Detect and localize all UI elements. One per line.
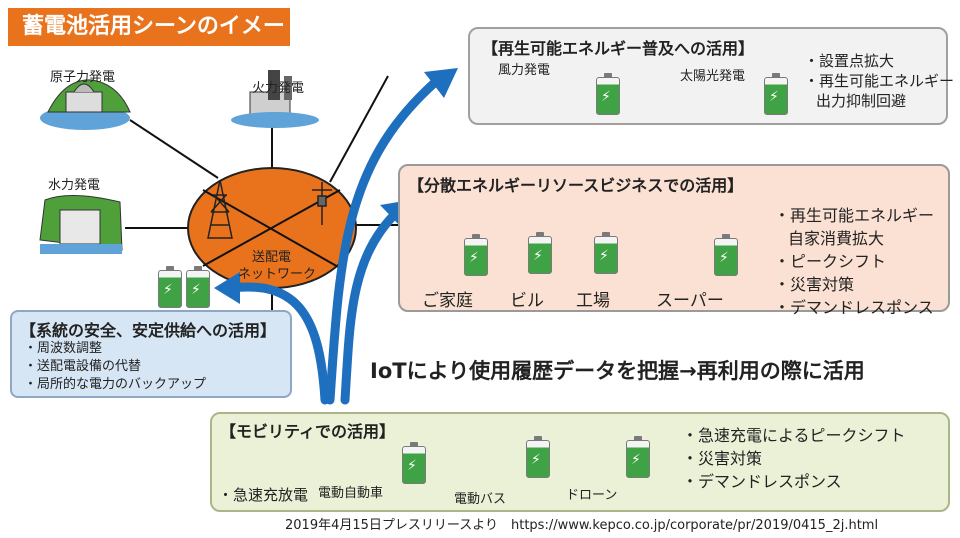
tower-icon: [207, 179, 233, 239]
distributed-bullet: ・デマンドレスポンス: [774, 298, 934, 317]
mobility-bullets: ・急速充電によるピークシフト ・災害対策 ・デマンドレスポンス: [682, 424, 906, 493]
thermal-plant-label: 火力発電: [252, 81, 305, 96]
ev-label: 電動自動車: [318, 486, 384, 501]
distributed-bullet: 自家消費拡大: [788, 229, 885, 248]
page-title: 蓄電池活用シーンのイメージ: [8, 8, 290, 77]
place-label: 工場: [576, 291, 610, 311]
place-label: ご家庭: [422, 291, 473, 311]
mobility-bullet: ・急速充電によるピークシフト: [682, 426, 906, 445]
factory-battery-icon: [594, 232, 618, 274]
iot-statement: IoTにより使用履歴データを把握→再利用の際に活用: [370, 359, 865, 383]
grid-bullets: ・周波数調整 ・送配電設備の代替 ・局所的な電力のバックアップ: [24, 340, 206, 394]
place-label: ビル: [510, 291, 544, 311]
charger-label: ・急速充放電: [218, 486, 309, 504]
ev-battery-icon: [402, 442, 426, 484]
distributed-bullet: ・ピークシフト: [774, 252, 887, 271]
distributed-bullets: ・再生可能エネルギー 自家消費拡大 ・ピークシフト ・災害対策 ・デマンドレスポ…: [774, 204, 934, 319]
drone-battery-icon: [626, 436, 650, 478]
house-battery-icon: [464, 234, 488, 276]
nuclear-plant-label: 原子力発電: [50, 70, 116, 85]
grid-bullet: ・送配電設備の代替: [24, 359, 142, 374]
place-label: スーパー: [656, 291, 724, 311]
grid-bullet: ・局所的な電力のバックアップ: [24, 377, 207, 392]
wind-battery-icon: [596, 73, 620, 115]
renewable-title: 【再生可能エネルギー普及への活用】: [482, 39, 755, 58]
solar-battery-icon: [764, 73, 788, 115]
distributed-bullet: ・再生可能エネルギー: [774, 206, 935, 225]
network-label-line2: ネットワーク: [238, 267, 317, 282]
pole-icon: [312, 182, 332, 225]
bus-battery-icon: [526, 436, 550, 478]
mobility-title: 【モビリティでの活用】: [220, 422, 396, 441]
renewable-bullet: ・再生可能エネルギー: [804, 72, 955, 90]
flow-arrows: [227, 73, 445, 405]
grid-title: 【系統の安全、安定供給への活用】: [20, 321, 277, 340]
renewable-bullets: ・設置点拡大 ・再生可能エネルギー 出力抑制回避: [804, 51, 954, 111]
hydro-plant-icon: [39, 194, 123, 254]
renewable-bullet: ・設置点拡大: [804, 52, 895, 70]
grid-panel: 【系統の安全、安定供給への活用】 ・周波数調整 ・送配電設備の代替 ・局所的な電…: [10, 310, 292, 398]
supermarket-battery-icon: [714, 234, 738, 276]
mobility-bullet: ・デマンドレスポンス: [682, 472, 842, 491]
renewable-bullet: 出力抑制回避: [816, 92, 907, 110]
wind-label: 風力発電: [498, 63, 551, 78]
source-footer: 2019年4月15日プレスリリースより https://www.kepco.co…: [285, 518, 879, 533]
drone-label: ドローン: [566, 488, 618, 503]
distributed-bullet: ・災害対策: [774, 275, 855, 294]
solar-label: 太陽光発電: [680, 69, 746, 84]
mobility-panel: 【モビリティでの活用】 ・急速充放電 電動自動車 電動バス ドローン ・急速充電…: [210, 412, 950, 512]
mobility-bullet: ・災害対策: [682, 449, 763, 468]
network-label-line1: 送配電: [252, 250, 292, 265]
distributed-title: 【分散エネルギーリソースビジネスでの活用】: [408, 176, 744, 195]
grid-battery-icon: [158, 266, 182, 308]
bus-label: 電動バス: [454, 492, 507, 507]
nuclear-plant-icon: [40, 79, 131, 130]
grid-battery-icon: [186, 266, 210, 308]
building-battery-icon: [528, 232, 552, 274]
grid-bullet: ・周波数調整: [24, 341, 103, 356]
thermal-plant-icon: [231, 70, 319, 128]
distributed-panel: 【分散エネルギーリソースビジネスでの活用】 ご家庭 ビル 工場 スーパー ・再生…: [398, 164, 950, 317]
hydro-plant-label: 水力発電: [48, 178, 101, 193]
renewable-panel: 【再生可能エネルギー普及への活用】 風力発電 太陽光発電 ・設置点拡大 ・再生可…: [468, 27, 954, 125]
